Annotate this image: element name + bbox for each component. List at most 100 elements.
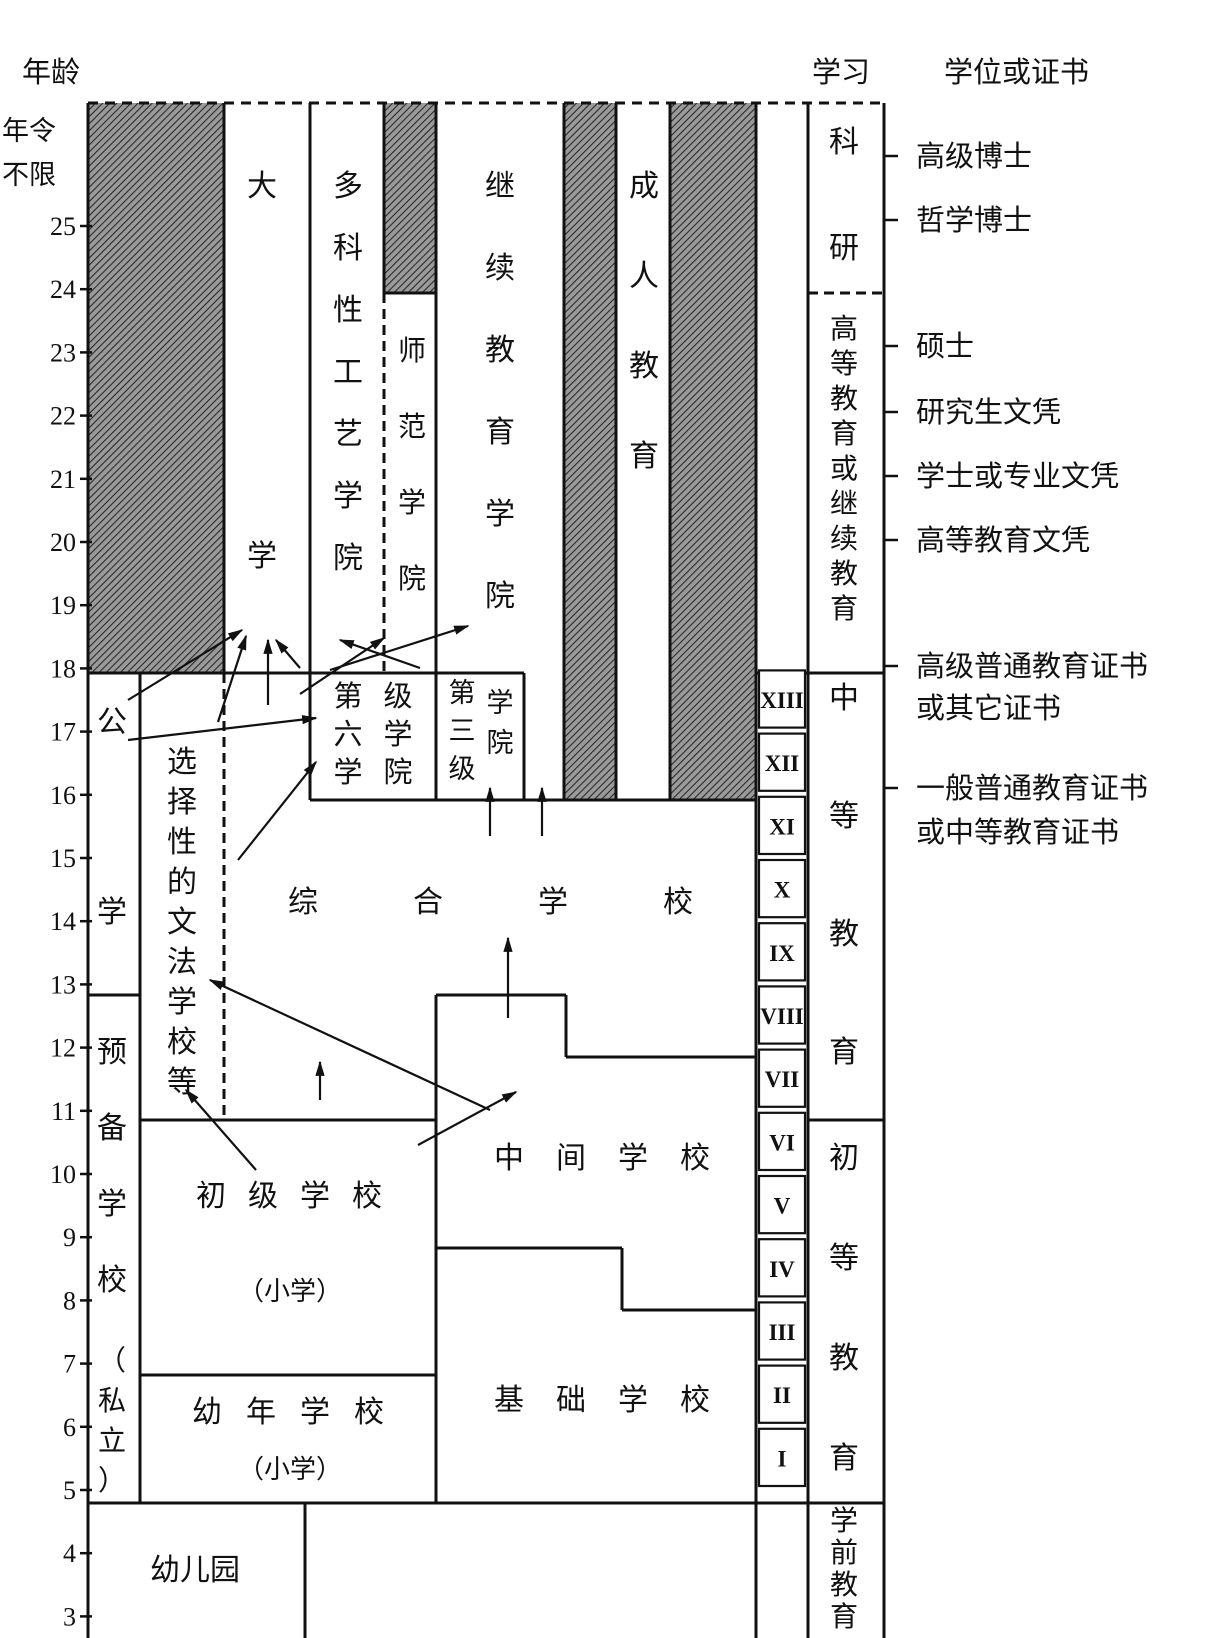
study-preschool-label-char: 育 [830, 1600, 858, 1633]
study-secondary-label-char: 教 [829, 917, 859, 952]
first-school-label: 基础学校 [494, 1383, 742, 1418]
year-numeral: III [769, 1320, 796, 1345]
infant-school-label: 幼年学校 [192, 1395, 408, 1430]
hatch-right [670, 103, 756, 799]
university-label-char: 大 [247, 169, 277, 204]
study-secondary-label-char: 中 [829, 681, 859, 716]
degree-label: 学士或专业文凭 [916, 459, 1119, 493]
study-preschool-label-char: 前 [830, 1536, 858, 1569]
year-box [757, 1111, 807, 1172]
year-box [757, 669, 807, 729]
university-label: 大学 [247, 169, 277, 574]
degree-label: 研究生文凭 [916, 395, 1061, 429]
year-numeral: XII [765, 751, 800, 776]
age-tick-label: 23 [50, 338, 76, 367]
age-tick-label: 6 [63, 1413, 76, 1442]
sixth-form-char: 学 [383, 717, 412, 751]
year-numeral: VI [769, 1130, 795, 1155]
hatch-left [88, 103, 224, 673]
study-higher-label-char: 等 [830, 347, 858, 380]
arrow-grammar-to-university [216, 634, 248, 723]
sixth-form-char: 院 [383, 755, 412, 789]
grammar-school-label-char: 学 [167, 985, 197, 1020]
grammar-school-label-char: 法 [167, 945, 197, 980]
further-education-label-char: 院 [485, 579, 515, 614]
teacher-college-label-char: 师 [398, 334, 426, 367]
study-research-label-char: 科 [829, 125, 859, 160]
private-label-char: 立 [98, 1424, 126, 1457]
study-higher-label-char: 育 [830, 417, 858, 450]
year-box [757, 1427, 807, 1488]
age-tick-label: 3 [63, 1602, 76, 1631]
further-education-label-char: 继 [485, 169, 515, 204]
age-tick-label: 16 [50, 781, 76, 810]
public-school-label-char: 公 [97, 705, 127, 740]
private-label-char: ） [98, 1464, 126, 1497]
vertical-labels: 大学多科性工艺学院师范学院继续教育学院成人教育公学预备学校（私立）选择性的文法学… [97, 125, 859, 1633]
degree-label: 或其它证书 [916, 691, 1061, 725]
age-tick-label: 12 [50, 1034, 76, 1063]
degree-label: 硕士 [916, 329, 974, 363]
age-tick-label: 17 [50, 718, 76, 747]
year-box [757, 858, 807, 919]
arrow-sixth-to-further [329, 624, 470, 672]
age-tick-label: 8 [63, 1286, 76, 1315]
arrow-tertiary-to-poly [338, 638, 421, 670]
study-primary-label-char: 初 [829, 1141, 859, 1176]
polytechnic-label-char: 工 [333, 355, 363, 390]
study-higher-label-char: 续 [830, 522, 858, 555]
degree-label: 高级普通教育证书 [916, 649, 1148, 683]
adult-education-label-char: 教 [629, 349, 659, 384]
prep-school-label-char: 学 [97, 1187, 127, 1222]
sixth-form-char: 级 [383, 679, 412, 713]
age-tick-label: 4 [63, 1539, 76, 1568]
tertiary-college-label-2-char: 院 [487, 728, 514, 759]
age-tick-label: 15 [50, 844, 76, 873]
grammar-school-label-char: 择 [167, 785, 197, 820]
teacher-college-label-char: 学 [398, 486, 426, 519]
polytechnic-label-char: 学 [333, 479, 363, 514]
polytechnic-label-char: 多 [333, 169, 363, 204]
grammar-school-label-char: 文 [167, 905, 197, 940]
headers: 年龄 学习 学位或证书 [22, 55, 1089, 89]
age-tick-label: 7 [63, 1350, 76, 1379]
degree-label: 高级博士 [916, 139, 1032, 173]
year-box [757, 1364, 807, 1424]
tertiary-college-label-char: 第 [449, 678, 476, 709]
arrow-junior-to-grammar [184, 1088, 257, 1171]
junior-school-label: 初级学校 [196, 1179, 404, 1214]
year-numeral: VII [765, 1067, 800, 1092]
institution-labels: 综合学校 中间学校 初级学校 （小学） 幼年学校 （小学） 基础学校 幼儿园 [150, 885, 742, 1588]
age-tick-label: 20 [50, 528, 76, 557]
year-box [757, 1048, 807, 1108]
polytechnic-label-char: 艺 [333, 417, 363, 452]
arrow-middle-to-grammar [208, 979, 491, 1111]
study-primary-label-char: 育 [829, 1441, 859, 1476]
study-higher-label-char: 教 [830, 557, 858, 590]
year-numeral: II [773, 1383, 791, 1408]
degree-label: 一般普通教育证书 [916, 771, 1148, 805]
age-tick-label: 24 [50, 275, 76, 304]
age-tick-label: 21 [50, 465, 76, 494]
year-numeral: X [774, 878, 791, 903]
adult-education-label-char: 育 [629, 439, 659, 474]
further-education-label-char: 教 [485, 333, 515, 368]
grammar-school-label-char: 校 [167, 1025, 197, 1060]
polytechnic-label-char: 性 [333, 293, 363, 328]
private-label-char: （ [98, 1344, 126, 1377]
age-tick-label: 19 [50, 591, 76, 620]
prep-school-label-char: 校 [97, 1263, 127, 1298]
age-tick-label: 18 [50, 654, 76, 683]
private-label: （私立） [98, 1344, 126, 1497]
age-tick-label: 11 [51, 1097, 76, 1126]
arrow-public-to-sixth [127, 715, 318, 742]
arrow-junior-to-middle [417, 1091, 518, 1146]
sixth-form-char: 六 [333, 717, 362, 751]
study-preschool-label-char: 学 [830, 1504, 858, 1537]
tertiary-college-label-char: 三 [449, 716, 476, 747]
